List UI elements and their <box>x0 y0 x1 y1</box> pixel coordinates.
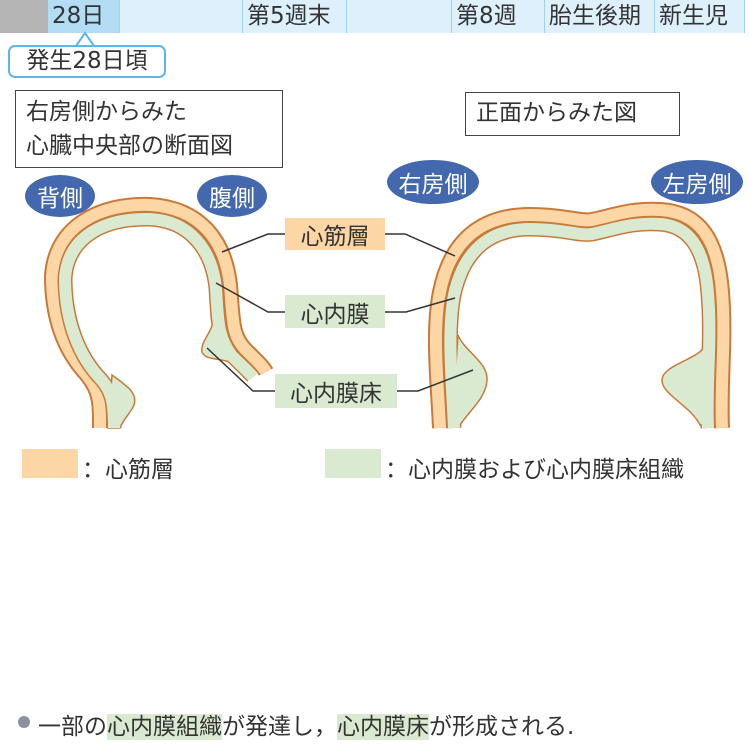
timeline-cell-28days: 28日 <box>48 0 120 33</box>
note-highlight-endocardial-tissue: 心内膜組織 <box>107 714 222 740</box>
left-atrial-badge-bg <box>651 160 743 204</box>
leader-lines <box>206 233 474 392</box>
timeline-cell-week5: 第5週末 <box>243 0 347 33</box>
legend-swatch-endocardium <box>325 449 381 478</box>
timeline-cell-week8: 第8週 <box>452 0 545 33</box>
legend-text-endocardium: ：心内膜および心内膜床組織 <box>385 457 684 483</box>
right-atrial-label: 右房側 <box>398 172 468 198</box>
summary-note: 一部の心内膜組織が発達し，心内膜床が形成される. <box>38 707 574 741</box>
ventral-label: 腹側 <box>209 186 255 212</box>
endocardial-cushion-label: 心内膜床 <box>275 374 397 408</box>
right-diagram-title: 正面からみた図 <box>465 92 680 136</box>
left-title-line2: 心臓中央部の断面図 <box>26 133 233 159</box>
dorsal-label: 背側 <box>37 186 83 212</box>
timeline-cell-late-fetal: 胎生後期 <box>545 0 655 33</box>
left-atrial-label: 左房側 <box>662 172 732 198</box>
note-text: 一部の <box>38 714 107 740</box>
left-diagram-title: 右房側からみた 心臓中央部の断面図 <box>15 90 283 168</box>
note-text: が発達し， <box>222 714 337 740</box>
timeline-cell <box>347 0 452 33</box>
left-heart-section <box>43 196 274 429</box>
callout-pointer <box>75 31 95 47</box>
endocardium-label: 心内膜 <box>285 295 385 328</box>
bullet-icon <box>18 716 30 728</box>
note-highlight-cushion: 心内膜床 <box>337 714 429 740</box>
ventral-badge-bg <box>197 175 267 217</box>
legend-swatch-myocardium <box>22 449 78 478</box>
callout-28-days: 発生28日頃 <box>8 45 166 78</box>
dorsal-badge-bg <box>25 175 95 217</box>
timeline-cell <box>0 0 48 33</box>
timeline-cell-newborn: 新生児 <box>655 0 745 33</box>
right-atrial-badge-bg <box>387 160 479 204</box>
left-title-line1: 右房側からみた <box>26 99 187 125</box>
right-heart-section <box>427 201 732 429</box>
note-text: が形成される. <box>429 714 575 740</box>
myocardium-label: 心筋層 <box>285 218 385 250</box>
legend-text-myocardium: ：心筋層 <box>82 457 174 483</box>
timeline-cell <box>120 0 243 33</box>
